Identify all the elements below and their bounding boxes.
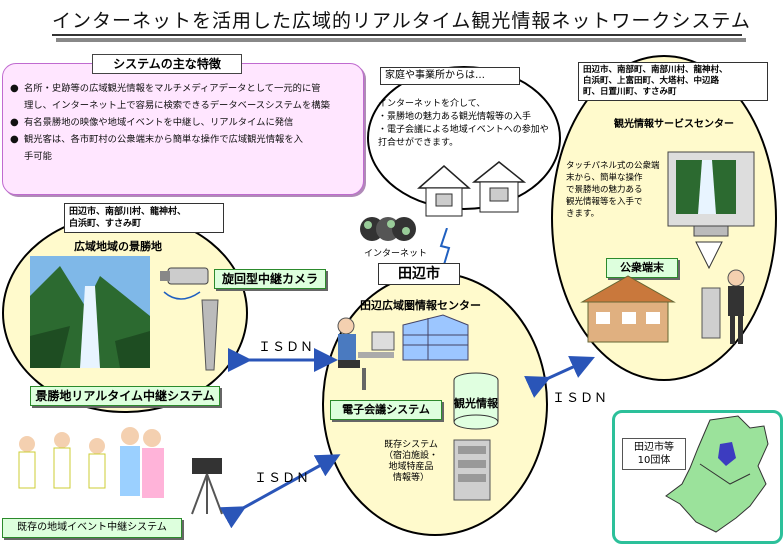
isdn-link-right: [524, 356, 595, 398]
town-list-line: 町、日置川町、すさみ町: [583, 87, 677, 97]
home-line: 打合せができます。: [378, 138, 459, 148]
bullet-icon: ●: [10, 134, 19, 145]
public-terminal-label: 公衆端末: [606, 258, 678, 278]
map-label-line: 田辺市等: [634, 442, 674, 453]
house-icons: [417, 161, 527, 217]
facility-building-icon: [580, 275, 676, 343]
feature-item: ● 有名景勝地の映像や地域イベントを中継し、リアルタイムに発信: [10, 114, 356, 131]
desc-line: タッチパネル式の公衆端: [566, 161, 660, 171]
scenic-heading: 広域地域の景勝地: [74, 240, 162, 253]
tourism-info-label: 観光情報: [454, 397, 498, 410]
existing-line: 既存システム: [384, 440, 438, 450]
page-title: インターネットを活用した広域的リアルタイム観光情報ネットワークシステム: [52, 6, 750, 36]
home-line: ・電子会議による地域イベントへの参加や: [378, 125, 549, 135]
feature-text: 観光客は、各市町村の公衆端末から簡単な操作で広域観光情報を入: [24, 134, 303, 145]
map-label-line: 10団体: [637, 455, 671, 466]
center-heading: 田辺広域圏情報センター: [360, 299, 481, 312]
user-at-terminal-icon: [701, 269, 745, 344]
bullet-icon: ●: [10, 83, 19, 94]
scenic-relay-system-label: 景勝地リアルタイム中継システム: [30, 386, 220, 406]
monitor-icon: [667, 151, 755, 237]
scenic-towns: 田辺市、南部川村、龍神村、 白浜町、すさみ町: [64, 203, 224, 233]
service-description: タッチパネル式の公衆端 末から、簡単な操作 で景勝地の魅力ある 観光情報等を入手…: [566, 160, 666, 220]
building-icon: [402, 314, 469, 361]
town-list-line: 田辺市、南部川村、龍神村、: [69, 207, 187, 217]
town-list-line: 白浜町、すさみ町: [69, 219, 142, 229]
speech-tail: [695, 241, 723, 270]
feature-item: ● 観光客は、各市町村の公衆端末から簡単な操作で広域観光情報を入: [10, 131, 356, 148]
existing-line: 情報等）: [392, 473, 429, 483]
operator-icon: [337, 317, 395, 390]
home-heading: 家庭や事業所からは…: [380, 67, 520, 85]
feature-text: 名所・史跡等の広域観光情報をマルチメディアデータとして一元的に管: [24, 83, 321, 94]
bullet-icon: ●: [10, 117, 19, 128]
video-conference-label: 電子会議システム: [330, 400, 442, 420]
desc-line: きます。: [566, 209, 600, 219]
feature-text: 有名景勝地の映像や地域イベントを中継し、リアルタイムに発信: [24, 117, 294, 128]
region-map-shape: [665, 415, 769, 533]
existing-system-text: 既存システム （宿泊施設・ 地域特産品 情報等）: [376, 440, 446, 484]
waterfall-photo: [30, 256, 150, 368]
home-line: インターネットを介して、: [378, 99, 486, 109]
feature-item: ● 名所・史跡等の広域観光情報をマルチメディアデータとして一元的に管: [10, 80, 356, 97]
internet-label: インターネット: [364, 249, 428, 259]
feature-text: 理し、インターネット上で容易に検索できるデータベースシステムを構築: [24, 100, 330, 111]
service-towns: 田辺市、南部町、南部川村、龍神村、 白浜町、上富田町、大塔村、中辺路 町、日置川…: [578, 62, 768, 101]
relay-camera-icon: [160, 267, 219, 371]
rotating-camera-label: 旋回型中継カメラ: [214, 269, 326, 289]
title-underline: [56, 14, 746, 42]
server-rack-icon: [453, 439, 491, 501]
event-participants-image: [18, 427, 223, 515]
feature-text: 手可能: [24, 151, 52, 162]
town-list-line: 田辺市、南部町、南部川村、龍神村、: [583, 65, 728, 75]
home-description: インターネットを介して、 ・景勝地の魅力ある観光情報等の入手 ・電子会議による地…: [378, 98, 558, 150]
event-relay-system-label: 既存の地域イベント中継システム: [2, 518, 182, 538]
internet-globe-icon: [360, 217, 416, 241]
isdn-label-right: ＩＳＤＮ: [552, 391, 609, 406]
features-list: ● 名所・史跡等の広域観光情報をマルチメディアデータとして一元的に管 理し、インタ…: [10, 80, 356, 165]
desc-line: 観光情報等を入手で: [566, 197, 643, 207]
database-icon: [453, 372, 499, 430]
isdn-label-bottom: ＩＳＤＮ: [254, 471, 311, 486]
isdn-link-bottom: [219, 454, 341, 529]
tanabe-city-label: 田辺市: [378, 263, 460, 285]
features-heading: システムの主な特徴: [92, 54, 242, 74]
map-label: 田辺市等 10団体: [622, 438, 686, 470]
service-heading: 観光情報サービスセンター: [614, 119, 734, 130]
desc-line: 末から、簡単な操作: [566, 173, 643, 183]
existing-line: （宿泊施設・: [383, 451, 438, 461]
existing-line: 地域特産品: [388, 462, 434, 472]
lightning-line: [439, 228, 451, 269]
desc-line: で景勝地の魅力ある: [566, 185, 643, 195]
home-line: ・景勝地の魅力ある観光情報等の入手: [378, 112, 532, 122]
isdn-label-left: ＩＳＤＮ: [258, 340, 315, 355]
town-list-line: 白浜町、上富田町、大塔村、中辺路: [583, 76, 720, 86]
